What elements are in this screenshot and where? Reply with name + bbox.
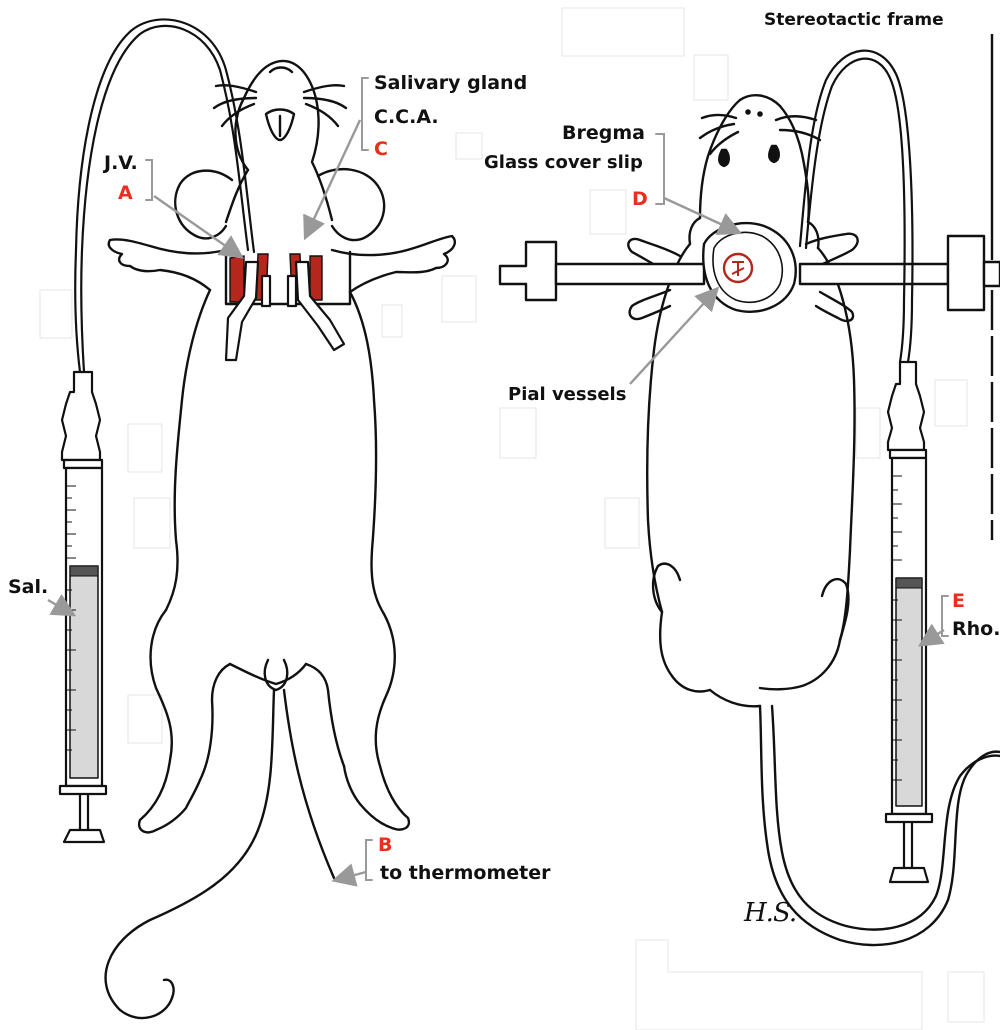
left-syringe bbox=[60, 372, 106, 842]
label-rhodamine: Rho. bbox=[952, 620, 1000, 639]
arrow-to-carotid-artery bbox=[306, 120, 360, 236]
marker-c: C bbox=[374, 140, 388, 159]
marker-d: D bbox=[632, 190, 648, 209]
arrow-to-thermometer bbox=[336, 872, 366, 880]
marker-e: E bbox=[952, 592, 965, 611]
arrow-to-pial-vessels bbox=[630, 290, 716, 384]
marker-b: B bbox=[378, 836, 392, 855]
label-bregma: Bregma bbox=[562, 124, 645, 143]
label-stereotactic-frame: Stereotactic frame bbox=[764, 12, 944, 29]
label-common-carotid-artery: C.C.A. bbox=[374, 108, 439, 127]
label-pial-vessels: Pial vessels bbox=[508, 386, 626, 404]
label-to-thermometer: to thermometer bbox=[380, 864, 551, 883]
cranial-window bbox=[703, 223, 795, 312]
marker-a: A bbox=[118, 184, 133, 203]
label-jugular-vein: J.V. bbox=[104, 154, 138, 173]
artist-signature: H.S. bbox=[744, 898, 796, 928]
annotation-brackets bbox=[146, 78, 948, 880]
label-glass-cover-slip: Glass cover slip bbox=[484, 154, 643, 172]
label-saline: Sal. bbox=[8, 578, 48, 597]
right-syringe bbox=[886, 362, 932, 882]
right-catheter-and-syringe bbox=[800, 51, 912, 362]
right-rat-drawing bbox=[628, 95, 1000, 945]
annotation-arrows bbox=[48, 120, 944, 880]
label-salivary-gland: Salivary gland bbox=[374, 74, 527, 93]
